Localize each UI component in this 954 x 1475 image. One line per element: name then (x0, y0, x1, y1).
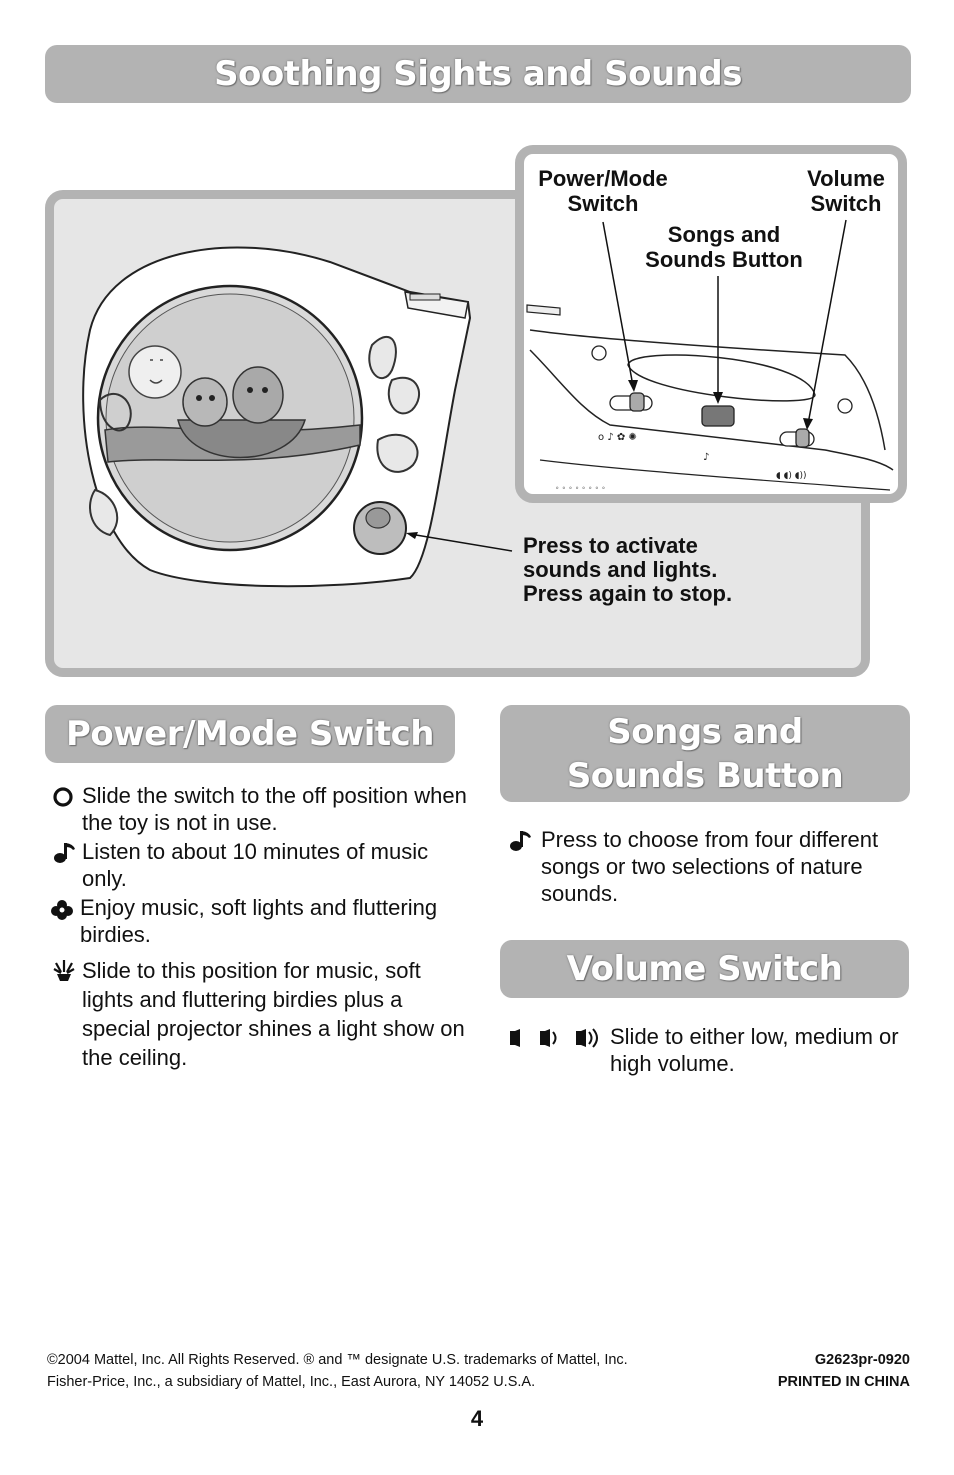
list-item: Slide to this position for music, soft l… (52, 956, 472, 1072)
songs-sounds-button-label: Songs and Sounds Button (645, 222, 803, 272)
list-item: Listen to about 10 minutes of music only… (52, 838, 472, 892)
list-item-text: Press to choose from four different song… (541, 827, 879, 906)
list-item-text: Enjoy music, soft lights and fluttering … (80, 895, 438, 947)
page-title: Soothing Sights and Sounds (45, 45, 911, 103)
volume-levels-icon (510, 1028, 598, 1048)
list-item-text: Slide to either low, medium or high volu… (610, 1024, 899, 1076)
heading-line: Sounds Button (566, 756, 844, 796)
heading-line: Songs and (607, 712, 803, 752)
list-item: Slide to either low, medium or high volu… (508, 1023, 908, 1077)
callout-line: Press to activate (523, 533, 698, 558)
list-item-text: Slide the switch to the off position whe… (82, 783, 467, 835)
page-number: 4 (470, 1406, 484, 1431)
callout-line: sounds and lights. (523, 557, 718, 582)
volume-switch-label: Volume Switch (807, 166, 885, 216)
projector-icon (53, 960, 75, 981)
songs-sounds-heading: Songs and Sounds Button (500, 705, 910, 802)
product-code: G2623pr-0920 (814, 1352, 910, 1368)
printed-in: PRINTED IN CHINA (777, 1374, 910, 1390)
footer-codes: G2623pr-0920 PRINTED IN CHINA (740, 1349, 910, 1393)
callout-line: Press again to stop. (523, 581, 733, 606)
activate-callout: Press to activate sounds and lights. Pre… (523, 534, 732, 606)
music-note-icon (54, 843, 75, 863)
footer-legal: ©2004 Mattel, Inc. All Rights Reserved. … (47, 1349, 747, 1393)
birdie-icon (51, 900, 73, 920)
list-item: Slide the switch to the off position whe… (52, 782, 472, 836)
power-mode-switch-label: Power/Mode Switch (538, 166, 668, 216)
list-item: Enjoy music, soft lights and fluttering … (50, 894, 470, 948)
off-circle-icon (53, 787, 73, 807)
volume-switch-heading: Volume Switch (500, 940, 909, 998)
list-item-text: Slide to this position for music, soft l… (82, 958, 465, 1070)
list-item-text: Listen to about 10 minutes of music only… (82, 839, 429, 891)
music-note-icon (510, 831, 531, 851)
list-item: Press to choose from four different song… (508, 826, 908, 907)
company-text: Fisher-Price, Inc., a subsidiary of Matt… (47, 1374, 536, 1390)
power-mode-heading: Power/Mode Switch (45, 705, 455, 763)
copyright-text: ©2004 Mattel, Inc. All Rights Reserved. … (47, 1352, 628, 1368)
